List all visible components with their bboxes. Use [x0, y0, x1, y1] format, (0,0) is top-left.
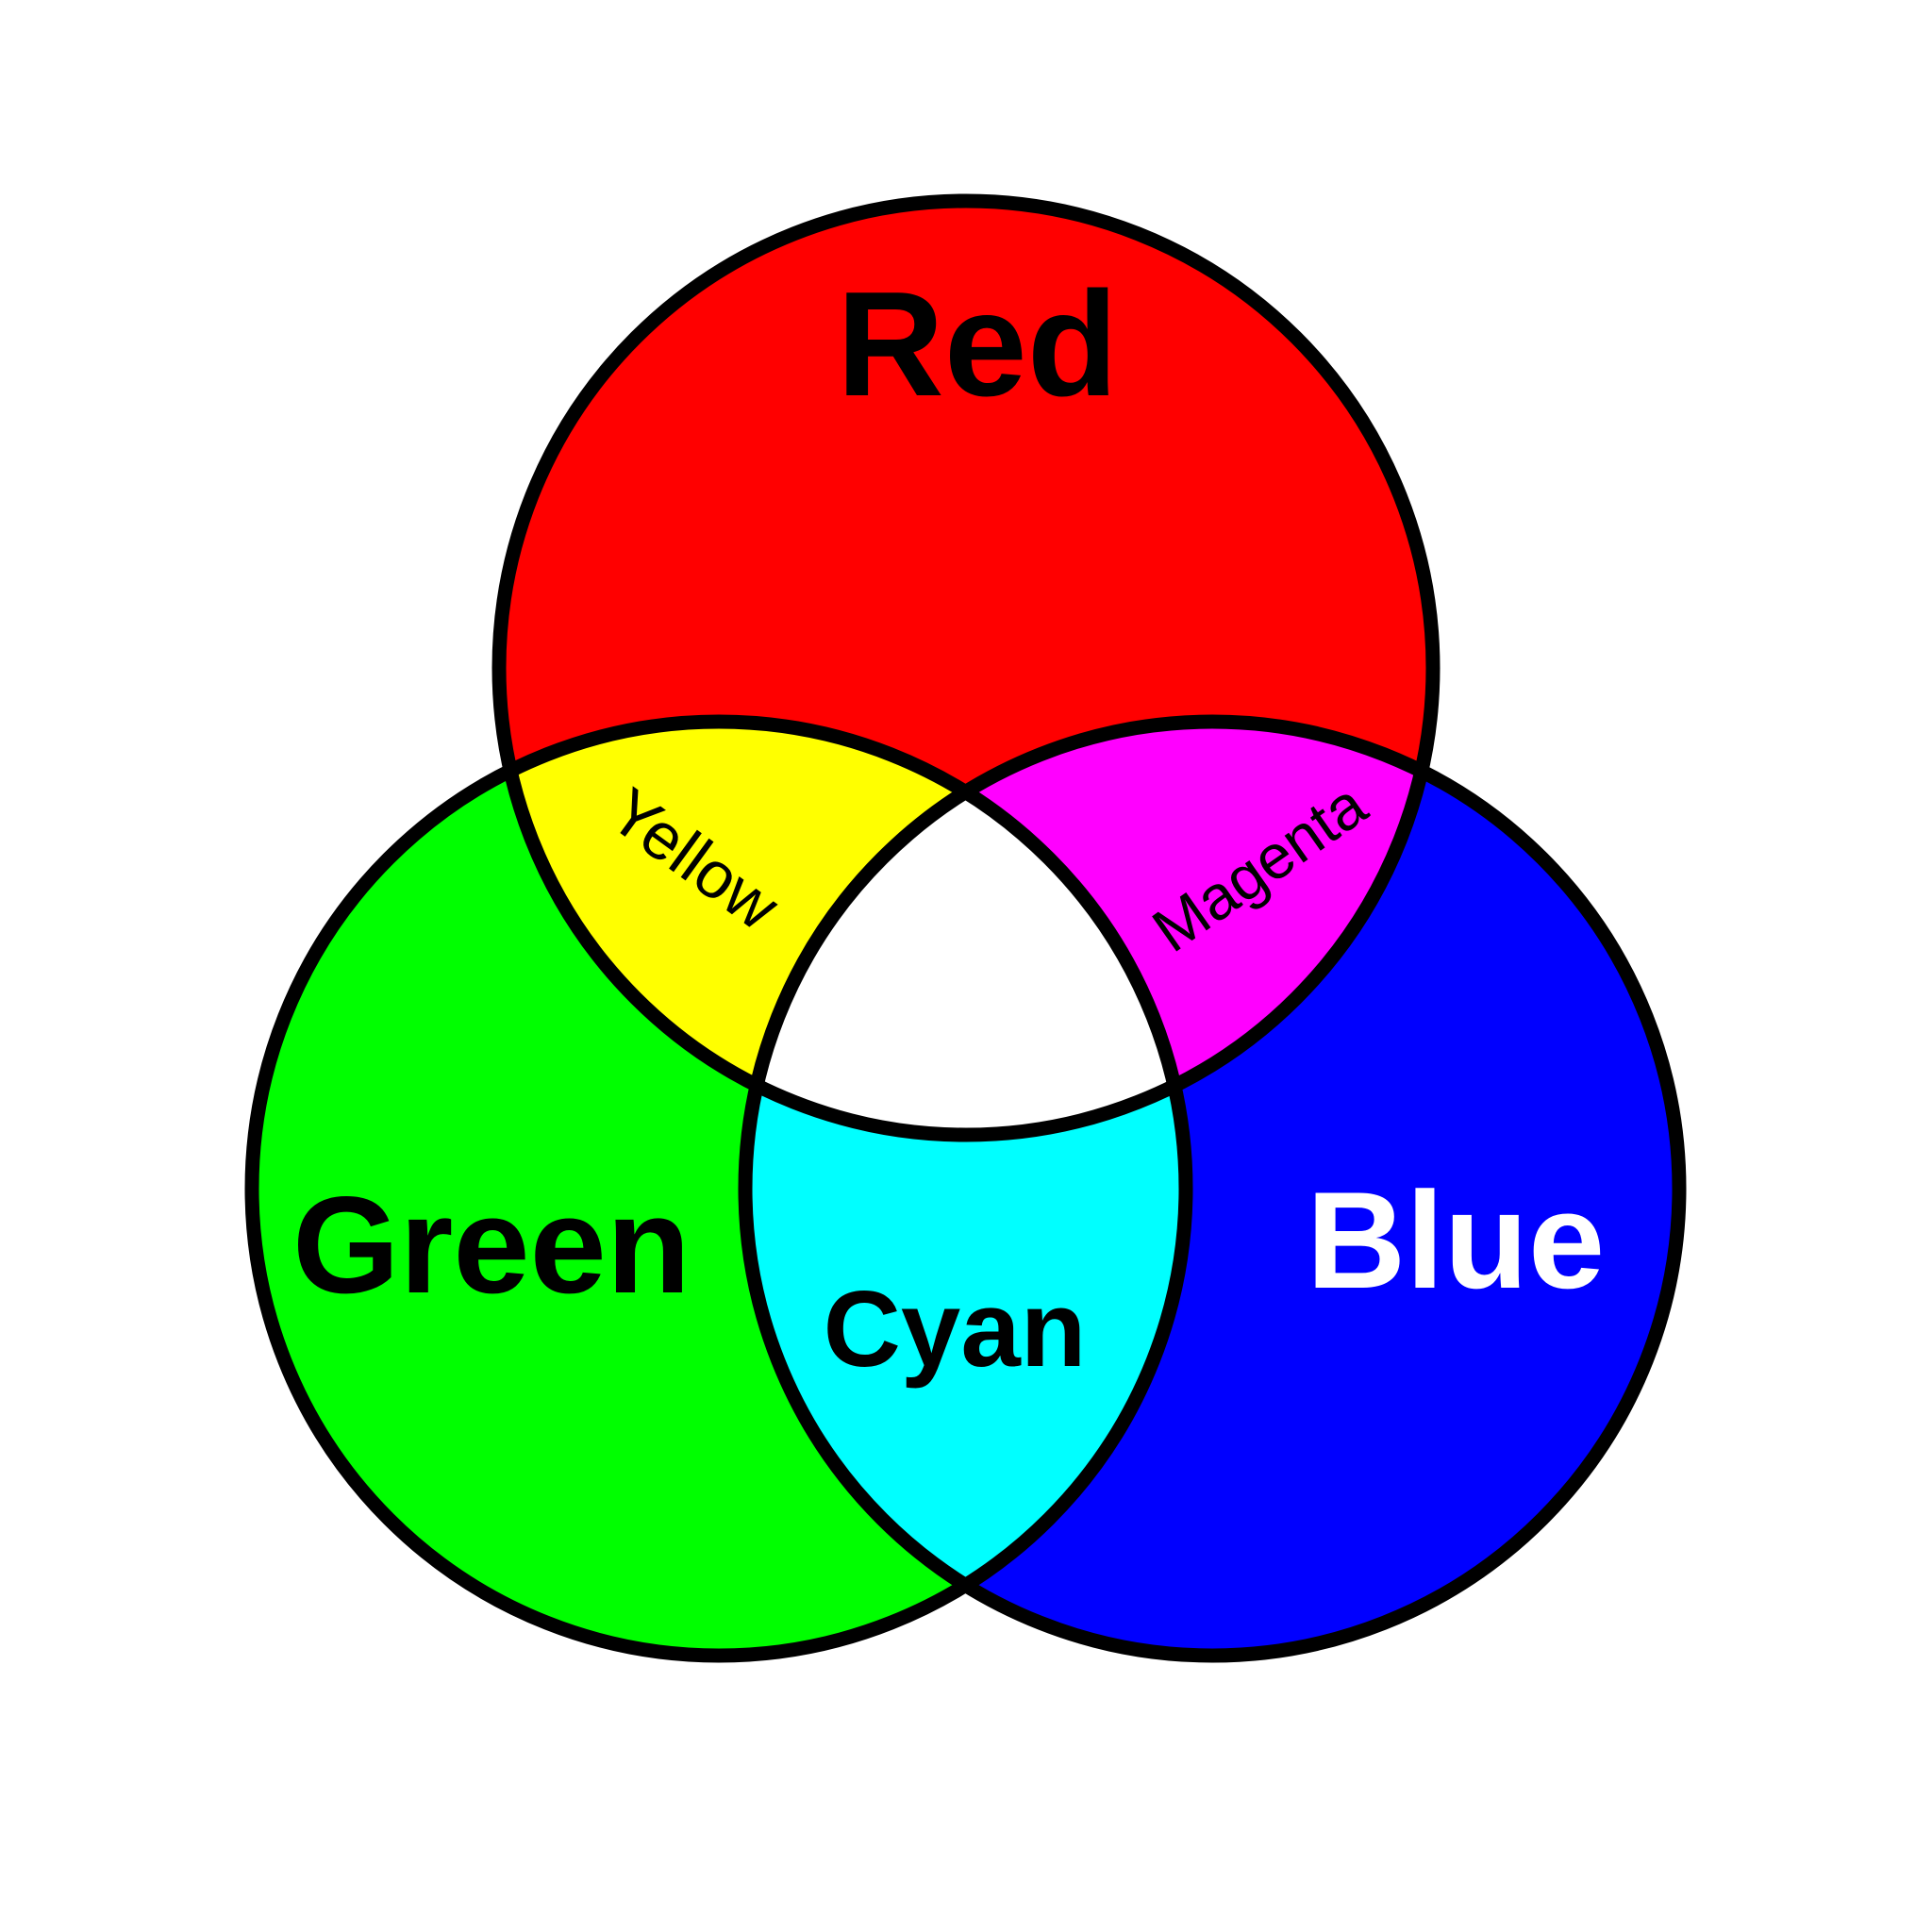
green-circle-outline [244, 714, 1193, 1663]
white-region [745, 722, 1186, 1135]
blue-label: Blue [1307, 1163, 1605, 1317]
red-label: Red [837, 261, 1119, 427]
red-circle-outline [491, 193, 1441, 1142]
blue-circle-outline [738, 714, 1687, 1663]
cyan-label: Cyan [824, 1270, 1087, 1390]
green-label: Green [292, 1168, 691, 1322]
